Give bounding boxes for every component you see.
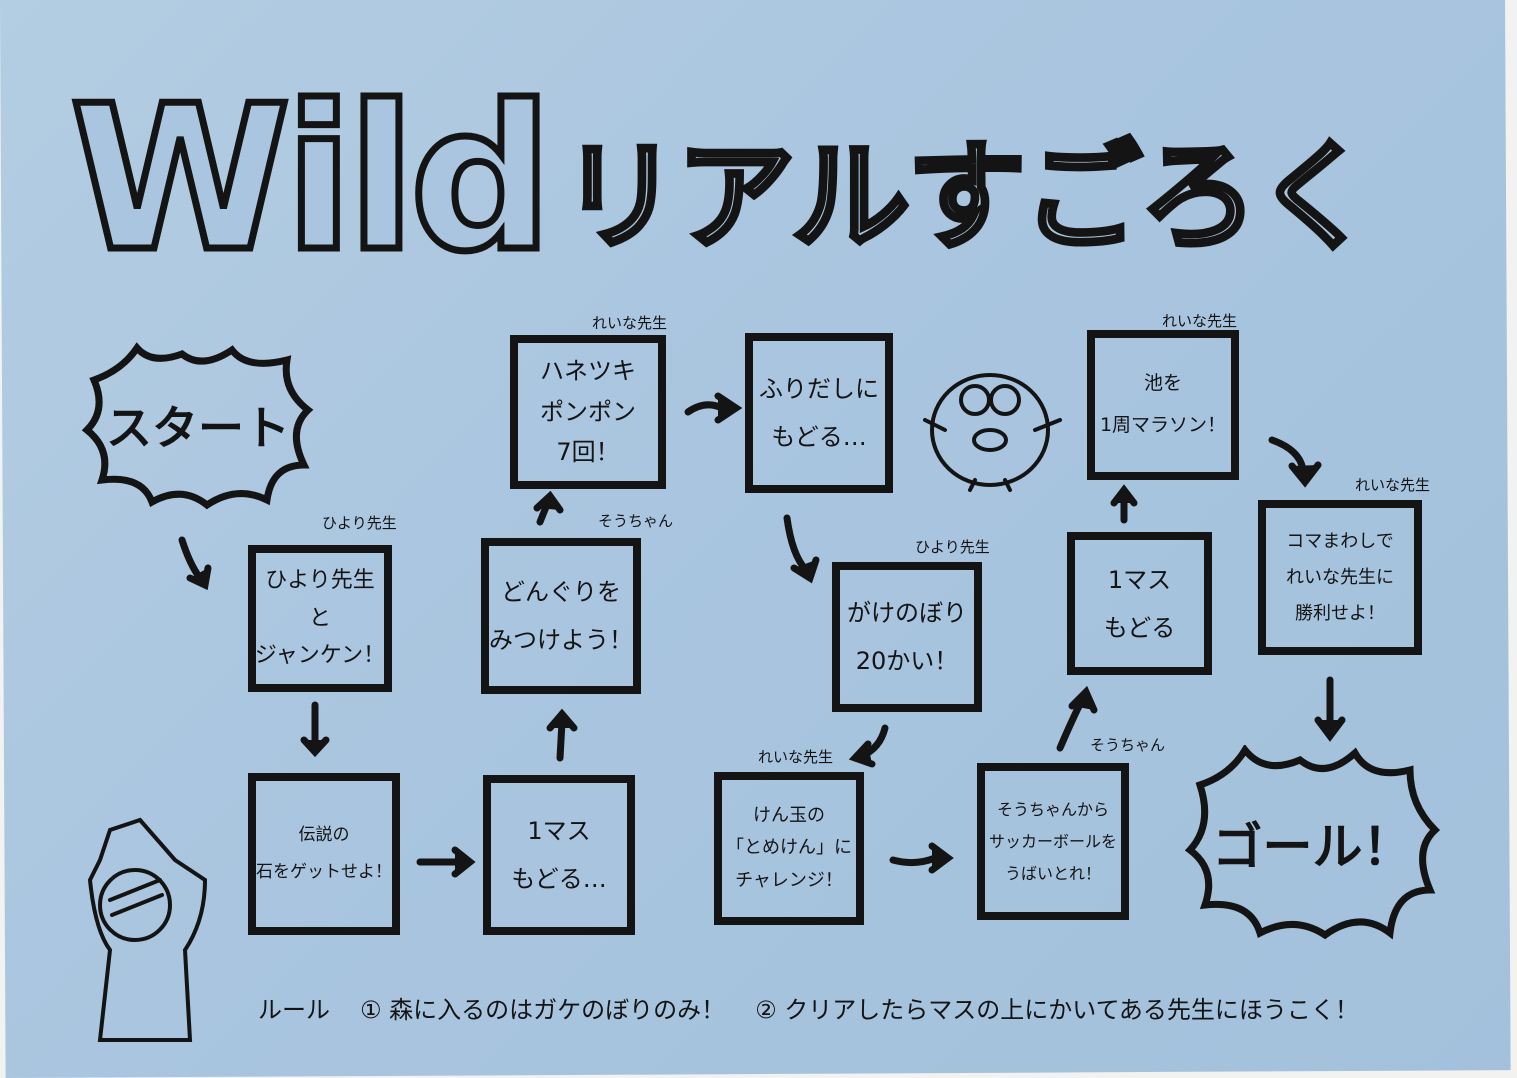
goal-space: ゴール！ bbox=[1185, 745, 1440, 940]
square-teacher-label: そうちゃん bbox=[1090, 736, 1166, 754]
board-square: 池を 1周マラソン！ bbox=[1087, 330, 1239, 480]
board-square: ふりだしにもどる… bbox=[745, 333, 893, 493]
square-teacher-label: れいな先生 bbox=[592, 314, 668, 332]
square-text: 1マス bbox=[527, 817, 591, 845]
rules-label: ルール bbox=[258, 996, 330, 1024]
square-text: みつけよう！ bbox=[489, 626, 633, 654]
square-teacher-label: れいな先生 bbox=[1355, 476, 1431, 494]
title-kana: リアルすごろく bbox=[558, 128, 1376, 266]
square-text: 勝利せよ！ bbox=[1295, 602, 1385, 624]
rules-section: ルール ① 森に入るのはガケのぼりのみ！ ② クリアしたらマスの上にかいてある先… bbox=[258, 990, 1359, 1025]
square-text: うばいとれ！ bbox=[1004, 863, 1101, 883]
arrow-icon bbox=[1056, 685, 1098, 752]
arrow-icon bbox=[1314, 676, 1346, 742]
start-space: スタート bbox=[82, 340, 314, 510]
square-text: もどる… bbox=[511, 865, 607, 893]
arrow-icon bbox=[684, 392, 743, 424]
square-text: 伝説の bbox=[298, 824, 350, 845]
burst-shape-icon bbox=[1185, 745, 1440, 940]
square-text: 20かい！ bbox=[855, 647, 959, 675]
square-text: がけのぼり bbox=[847, 599, 967, 627]
arrow-icon bbox=[533, 490, 564, 526]
square-text: ひより先生 bbox=[265, 568, 375, 594]
square-teacher-label: そうちゃん bbox=[598, 512, 674, 530]
square-teacher-label: れいな先生 bbox=[1162, 312, 1238, 330]
square-text: 石をゲットせよ！ bbox=[256, 862, 392, 882]
square-text: 1周マラソン！ bbox=[1099, 414, 1227, 436]
square-text: と bbox=[308, 605, 331, 631]
square-text: ポンポン bbox=[540, 397, 636, 426]
board-square: ハネツキポンポン 7回！ bbox=[510, 335, 666, 489]
board-square: 1マスもどる bbox=[1067, 532, 1212, 675]
square-text: ハネツキ bbox=[540, 356, 636, 385]
board-square: 1マスもどる… bbox=[483, 775, 635, 935]
arrow-icon bbox=[1268, 436, 1322, 488]
arrow-icon bbox=[178, 536, 212, 591]
rule-1: ① 森に入るのはガケのぼりのみ！ bbox=[360, 996, 726, 1024]
arrow-icon bbox=[300, 701, 330, 758]
square-teacher-label: ひより先生 bbox=[322, 514, 397, 532]
square-text: ジャンケン！ bbox=[254, 643, 386, 669]
arrow-icon bbox=[416, 846, 476, 878]
square-text: けん玉の bbox=[753, 804, 825, 826]
arrow-icon bbox=[546, 708, 578, 762]
square-text: れいな先生に bbox=[1286, 566, 1394, 588]
start-label: スタート bbox=[106, 401, 290, 455]
board-square: そうちゃんからサッカーボールをうばいとれ！ bbox=[977, 763, 1129, 920]
square-text: もどる bbox=[1103, 613, 1176, 642]
arrow-icon bbox=[848, 724, 889, 768]
board-square: けん玉の「とめけん」にチャレンジ！ bbox=[714, 772, 864, 925]
square-text: 1マス bbox=[1107, 565, 1172, 594]
square-text: サッカーボールを bbox=[988, 831, 1117, 851]
arrow-icon bbox=[889, 842, 954, 874]
square-text: 7回！ bbox=[556, 438, 620, 467]
board-square: ひより先生とジャンケン！ bbox=[248, 545, 392, 692]
square-text: チャレンジ！ bbox=[735, 869, 843, 891]
square-teacher-label: ひより先生 bbox=[915, 538, 990, 556]
board-square: どんぐりをみつけよう！ bbox=[481, 538, 641, 694]
board-square: 伝説の石をゲットせよ！ bbox=[248, 773, 400, 935]
square-text: ふりだしに bbox=[759, 375, 879, 403]
title-latin: Wild bbox=[67, 63, 557, 296]
monster-character-icon bbox=[923, 373, 1062, 492]
square-text: もどる… bbox=[771, 423, 867, 451]
knight-character-icon bbox=[87, 817, 208, 1042]
arrow-icon bbox=[783, 514, 820, 584]
goal-label: ゴール！ bbox=[1212, 817, 1413, 876]
burst-shape-icon bbox=[82, 342, 314, 510]
board-square: がけのぼり 20かい！ bbox=[832, 562, 982, 712]
square-text: 「とめけん」に bbox=[726, 837, 852, 859]
square-text: 池を bbox=[1143, 372, 1182, 395]
board-title: Wild リアルすごろく bbox=[67, 40, 1377, 296]
square-text: そうちゃんから bbox=[996, 799, 1109, 819]
rule-2: ② クリアしたらマスの上にかいてある先生にほうこく！ bbox=[755, 996, 1359, 1024]
arrow-icon bbox=[1110, 484, 1138, 524]
board-square: コマまわしでれいな先生に勝利せよ！ bbox=[1258, 500, 1422, 655]
square-teacher-label: れいな先生 bbox=[758, 748, 834, 766]
square-text: どんぐりを bbox=[501, 578, 621, 606]
square-text: コマまわしで bbox=[1286, 530, 1394, 552]
